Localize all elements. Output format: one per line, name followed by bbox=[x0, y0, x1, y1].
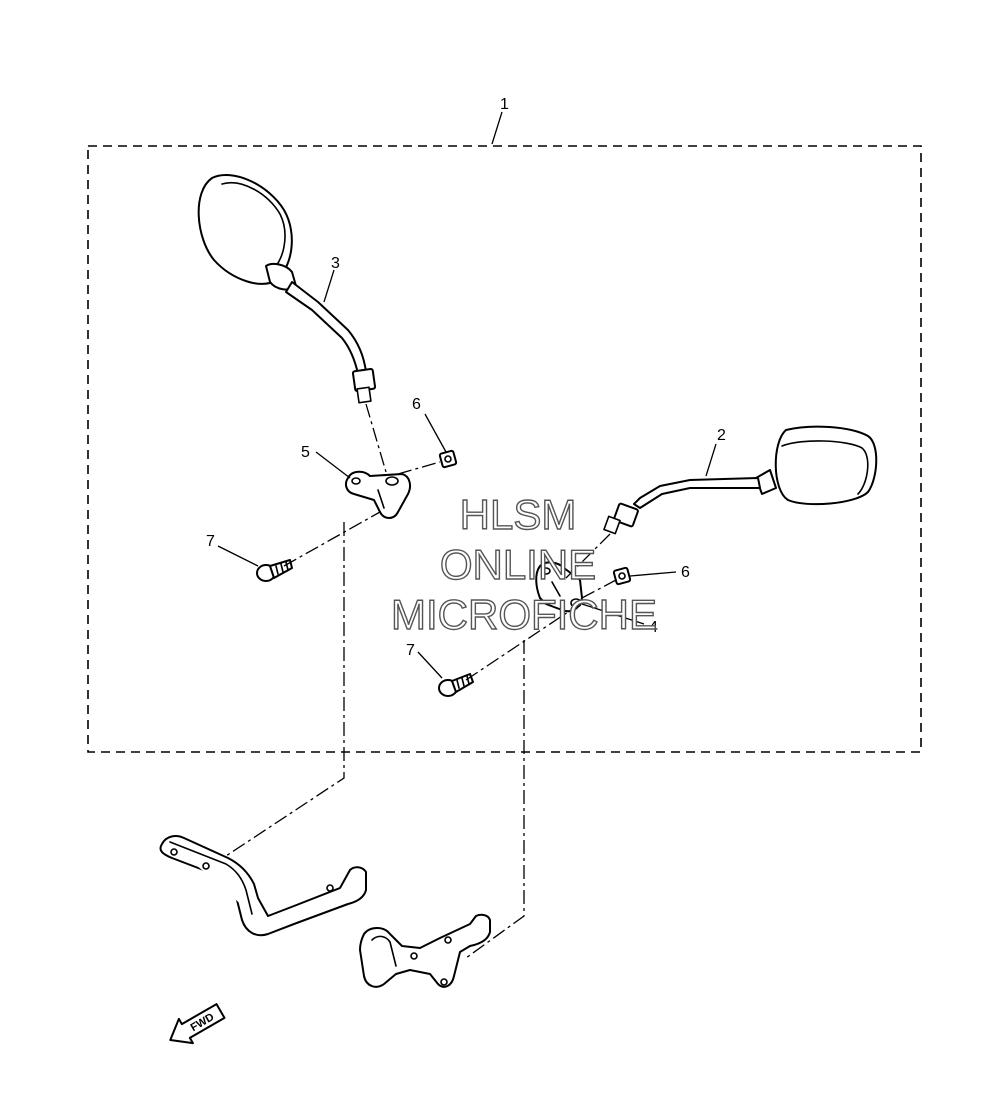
forward-direction-arrow: FWD bbox=[169, 1003, 226, 1045]
right-screw-part-7[interactable] bbox=[438, 673, 474, 697]
assembly-center-lines bbox=[225, 403, 617, 959]
right-mirror-part-2[interactable] bbox=[603, 425, 878, 535]
right-handlebar-context bbox=[359, 913, 491, 988]
left-bracket-part-5[interactable] bbox=[345, 470, 411, 519]
callout-6-left: 6 bbox=[412, 396, 421, 413]
callout-7-right: 7 bbox=[406, 642, 415, 659]
callout-5: 5 bbox=[301, 444, 310, 461]
callout-1: 1 bbox=[500, 96, 509, 113]
watermark-line-3: MICROFICHE bbox=[391, 591, 657, 638]
left-screw-part-7[interactable] bbox=[256, 559, 293, 582]
right-nut-part-6[interactable] bbox=[612, 566, 632, 586]
callout-6-right: 6 bbox=[681, 564, 690, 581]
callout-3: 3 bbox=[331, 255, 340, 272]
left-nut-part-6[interactable] bbox=[438, 449, 458, 469]
watermark: HLSM ONLINE MICROFICHE bbox=[390, 490, 657, 638]
callout-4: 4 bbox=[649, 619, 658, 636]
watermark-line-2: ONLINE bbox=[440, 541, 596, 588]
left-mirror-part-3[interactable] bbox=[197, 173, 377, 404]
right-bracket-part-4[interactable] bbox=[535, 561, 583, 613]
left-handlebar-context bbox=[159, 835, 367, 937]
callout-7-left: 7 bbox=[206, 533, 215, 550]
watermark-line-1: HLSM bbox=[460, 491, 577, 538]
callout-2: 2 bbox=[717, 427, 726, 444]
callout-leader-lines bbox=[217, 111, 717, 679]
